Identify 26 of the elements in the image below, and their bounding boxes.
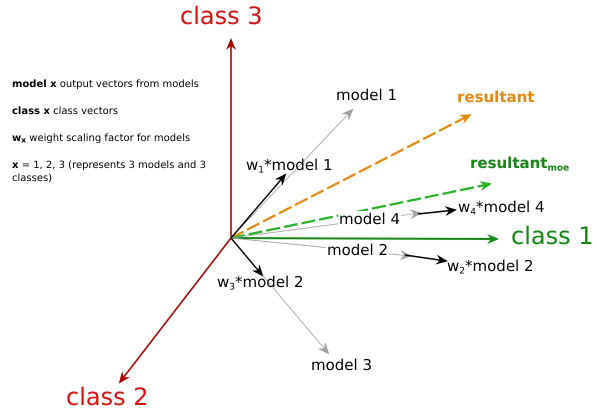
vector-label: resultant (457, 89, 534, 106)
legend-note: class x class vectors (12, 105, 120, 118)
vector-label: w$_{1}$*model 1 (246, 157, 333, 176)
arrow (418, 206, 457, 216)
legend-note: x = 1, 2, 3 (represents 3 models and 3 classes) (12, 159, 207, 186)
legend-note: w$_{x}$ weight scaling factor for models (12, 132, 192, 146)
edge-label: model 2 (326, 242, 390, 258)
arrow (404, 254, 448, 264)
vector-label: class 2 (66, 384, 148, 412)
vector-label: model 3 (311, 357, 372, 374)
vector-label: w$_{2}$*model 2 (447, 258, 534, 277)
vector-label: class 3 (180, 3, 262, 31)
vector-label: model 1 (336, 87, 398, 104)
legend-note: model x output vectors from models (12, 78, 200, 91)
arrow (226, 38, 236, 238)
arrow (230, 181, 492, 240)
vector-label: w$_{3}$*model 2 (217, 274, 304, 293)
arrow (231, 234, 499, 244)
edge-label: model 4 (338, 211, 402, 228)
arrow (230, 173, 286, 238)
arrow (230, 238, 264, 277)
arrow (230, 114, 472, 239)
vector-label: resultant$_{moe}$ (470, 155, 570, 174)
vector-label: class 1 (511, 223, 594, 251)
vector-label: w$_{4}$*model 4 (458, 199, 545, 218)
arrow (118, 238, 232, 384)
